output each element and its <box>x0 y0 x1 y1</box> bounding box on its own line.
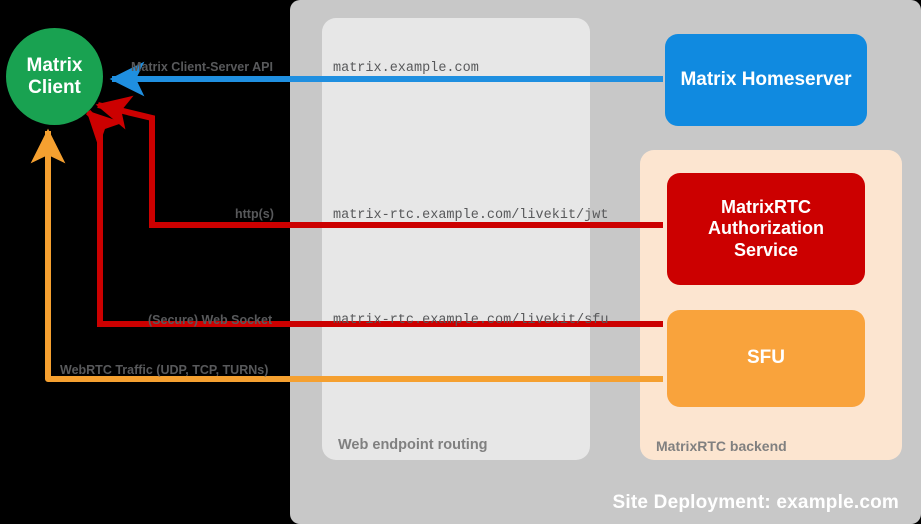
matrixrtc-backend-label: MatrixRTC backend <box>656 438 787 454</box>
site-deployment-label: Site Deployment: example.com <box>612 492 899 513</box>
web-endpoint-routing-label: Web endpoint routing <box>338 437 488 453</box>
endpoint-url-livekit-sfu: matrix-rtc.example.com/livekit/sfu <box>333 313 609 328</box>
endpoint-url-livekit-jwt: matrix-rtc.example.com/livekit/jwt <box>333 208 609 223</box>
edge-livekit-jwt <box>95 95 663 228</box>
node-matrixrtc-authorization-service[interactable]: MatrixRTC Authorization Service <box>667 173 865 285</box>
edge-label-webrtc-traffic: WebRTC Traffic (UDP, TCP, TURNs) <box>60 363 269 377</box>
edge-livekit-sfu <box>85 109 663 327</box>
matrix-client-label-line1: Matrix <box>26 54 83 76</box>
matrix-homeserver-label: Matrix Homeserver <box>680 68 852 90</box>
node-matrix-homeserver[interactable]: Matrix Homeserver <box>665 34 867 126</box>
rtc-auth-label-line1: MatrixRTC <box>720 196 811 217</box>
node-matrix-client[interactable]: Matrix Client <box>6 28 103 125</box>
sfu-label: SFU <box>747 347 785 369</box>
node-sfu[interactable]: SFU <box>667 310 865 407</box>
endpoint-url-matrix: matrix.example.com <box>333 61 479 76</box>
matrix-client-label-line2: Client <box>28 76 81 98</box>
web-endpoint-routing-container <box>322 18 590 460</box>
edge-label-client-server-api: Matrix Client-Server API <box>131 60 273 74</box>
edge-webrtc-media <box>30 128 663 382</box>
edge-label-web-socket: (Secure) Web Socket <box>148 313 273 327</box>
rtc-auth-label-line2: Authorization <box>708 218 824 239</box>
edge-label-https: http(s) <box>235 207 274 221</box>
rtc-auth-label-line3: Service <box>733 239 799 260</box>
